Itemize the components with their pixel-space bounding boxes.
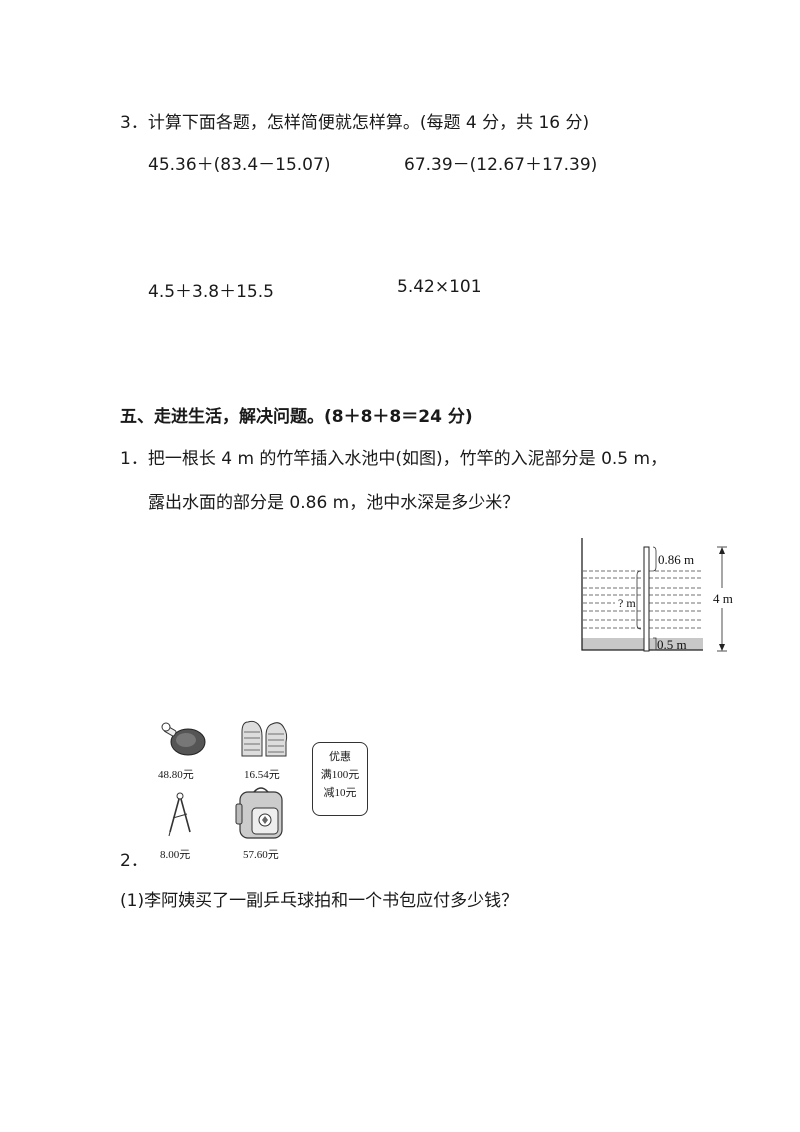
backpack-icon <box>235 787 283 839</box>
label-in-mud: 0.5 m <box>657 637 687 652</box>
ping-pong-paddle-icon <box>161 722 206 756</box>
compass-icon <box>168 792 191 837</box>
pool-diagram: 0.86 m ? m 4 m 0.5 m <box>581 538 733 652</box>
expression-2: 67.39－(12.67＋17.39) <box>404 155 598 175</box>
section5-heading: 五、走进生活，解决问题。(8＋8＋8＝24 分) <box>120 407 473 427</box>
price-gloves: 16.54元 <box>244 769 280 781</box>
label-above-water: 0.86 m <box>658 552 694 567</box>
question1-line2: 露出水面的部分是 0.86 m，池中水深是多少米？ <box>148 493 520 513</box>
question2-part1: (1)李阿姨买了一副乒乓球拍和一个书包应付多少钱？ <box>120 891 519 911</box>
label-total-length: 4 m <box>713 591 733 606</box>
expression-4: 5.42×101 <box>397 277 482 297</box>
promotion-box: 优惠 满100元 减10元 <box>312 742 368 816</box>
price-backpack: 57.60元 <box>243 849 279 861</box>
pool-wall <box>581 538 703 651</box>
label-water-depth: ? m <box>618 596 636 610</box>
question1-line1: 1．把一根长 4 m 的竹竿插入水池中(如图)，竹竿的入泥部分是 0.5 m， <box>120 449 668 469</box>
promo-threshold: 满100元 <box>320 769 360 781</box>
promo-title: 优惠 <box>329 751 351 763</box>
water-lines <box>583 570 702 629</box>
price-paddle: 48.80元 <box>158 769 194 781</box>
gloves-icon <box>241 720 288 757</box>
section3-heading: 3．计算下面各题，怎样简便就怎样算。(每题 4 分，共 16 分) <box>120 113 590 133</box>
mud-layer <box>582 638 703 650</box>
expression-1: 45.36＋(83.4－15.07) <box>148 155 331 175</box>
promo-discount: 减10元 <box>323 787 357 799</box>
bamboo-pole <box>643 546 650 652</box>
price-compass: 8.00元 <box>160 849 191 861</box>
expression-3: 4.5＋3.8＋15.5 <box>148 282 274 302</box>
question2-number: 2． <box>120 851 148 871</box>
